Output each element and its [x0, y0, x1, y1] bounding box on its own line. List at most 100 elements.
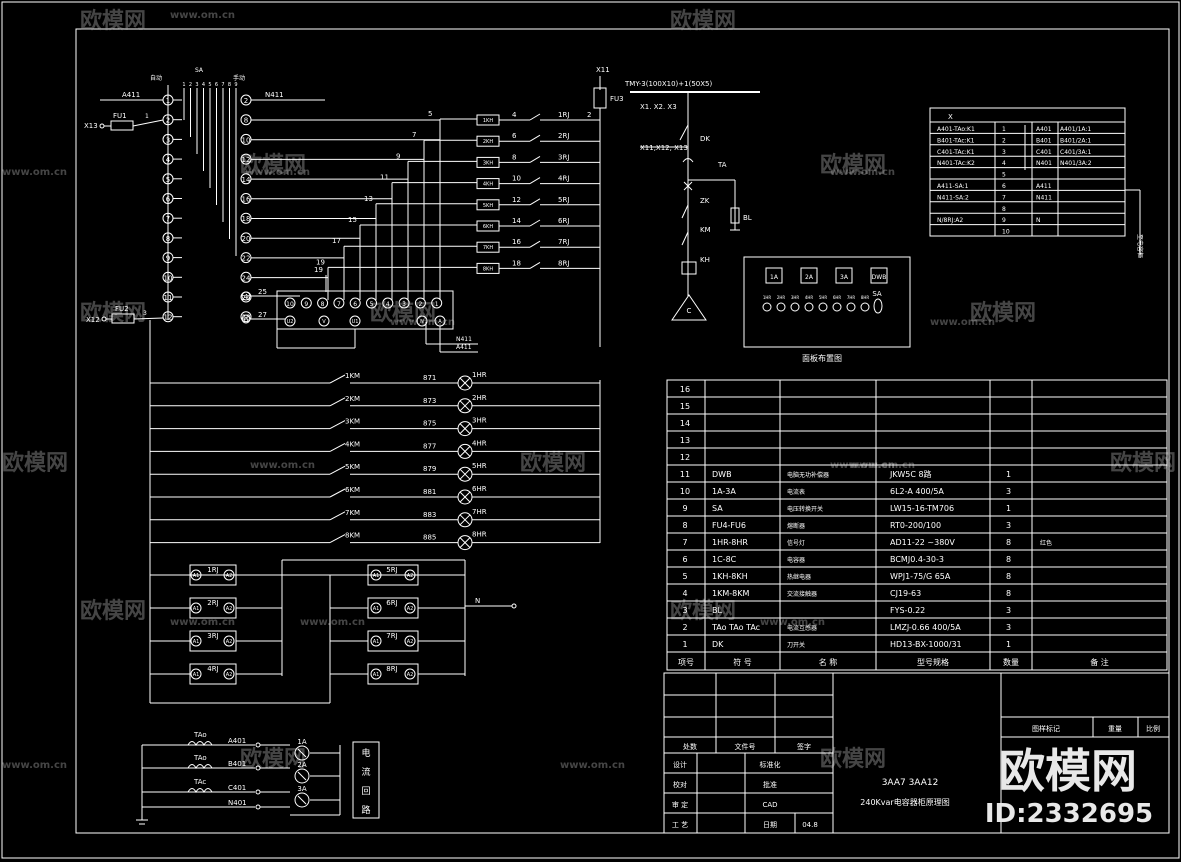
relay-a1 — [370, 668, 382, 680]
bom-code: FU4-FU6 — [712, 521, 746, 530]
x-row-num: 7 — [1002, 194, 1006, 201]
brand-watermark-text: 欧模网 — [999, 744, 1137, 798]
x-table-title: X — [948, 113, 953, 121]
fuse-fu3 — [593, 87, 607, 109]
relay-a2 — [223, 635, 235, 647]
x-row-num: 10 — [1002, 229, 1010, 236]
a1-label: A1 — [373, 639, 380, 645]
bom-no: 14 — [680, 419, 690, 428]
relay-label: 3RJ — [207, 632, 218, 640]
terminal-num: 9 — [166, 255, 170, 263]
x-row-dest: B401/2A:1 — [1060, 137, 1091, 144]
wire — [297, 771, 307, 781]
bom-name: 电流互感器 — [787, 624, 817, 632]
contact-label: 6KM — [345, 486, 360, 494]
dwb-terminal — [333, 297, 345, 309]
bom-name: 热继电器 — [787, 573, 811, 581]
contact-label: 2KM — [345, 395, 360, 403]
wire — [529, 261, 541, 269]
sa-contact-num: 5 — [208, 82, 211, 88]
watermark-domain: www.om.cn — [170, 10, 235, 21]
main-circuit: TMY-3(100X10)+1(50X5)X1. X2. X3DKX11,X12… — [587, 66, 760, 321]
current-box-text: 流 — [361, 766, 370, 778]
current-line-label: B401 — [228, 760, 246, 768]
a1-label: A1 — [373, 672, 380, 678]
panel-lamp — [762, 302, 772, 312]
wire — [679, 124, 689, 141]
watermark-brand: 欧模网 — [80, 598, 146, 624]
x-row-left: N/8RJ:A2 — [937, 217, 963, 224]
bom-name: 交流接触器 — [787, 590, 817, 598]
coil-label: 2KH — [483, 139, 493, 145]
drawing-title-2: 240Kvar电容器柜原理图 — [860, 797, 949, 807]
watermark-brand: 欧模网 — [240, 152, 306, 178]
terminal-num: 3 — [402, 301, 406, 308]
panel-sa-switch — [873, 298, 883, 314]
bom-model: CJ19-63 — [890, 589, 921, 598]
watermark-brand: 欧模网 — [80, 300, 146, 326]
wire — [297, 748, 307, 758]
contact-label: 7KM — [345, 509, 360, 517]
terminal-num: 24 — [242, 274, 251, 282]
wire — [529, 219, 541, 227]
meter-label: 1A — [297, 738, 306, 746]
title-row-right: 标准化 — [760, 760, 781, 769]
relay-a2 — [223, 569, 235, 581]
terminal-num: 3 — [166, 136, 170, 144]
ta-label: TA — [717, 161, 727, 169]
zk-label: ZK — [700, 197, 710, 205]
wire-num: 9 — [396, 152, 400, 160]
wire — [683, 181, 693, 191]
panel-meter-label: 1A — [770, 274, 779, 281]
bom-code: 1A-3A — [712, 487, 736, 496]
bom-code: SA — [712, 504, 723, 513]
wire-num: 18 — [512, 259, 521, 267]
relay-label: 5RJ — [386, 566, 397, 574]
relay-a1 — [370, 602, 382, 614]
bom-header: 型号规格 — [917, 657, 949, 667]
kh-element — [681, 261, 697, 275]
sa-contact-num: 1 — [182, 82, 185, 88]
terminal-right — [240, 311, 252, 323]
panel-lamp — [846, 302, 856, 312]
bom-no: 9 — [682, 504, 687, 513]
wire-num: 3 — [143, 310, 147, 317]
bom-no: 7 — [682, 538, 687, 547]
terminal-num: A — [438, 319, 442, 325]
a2-label: A2 — [226, 672, 233, 678]
dwb-terminal — [382, 297, 394, 309]
contact-label: 8KM — [345, 532, 360, 540]
busbar-label: TMY-3(100X10)+1(50X5) — [624, 80, 712, 88]
bom-name: 电流表 — [787, 488, 805, 496]
wire — [132, 119, 164, 127]
relay-a1 — [370, 569, 382, 581]
watermark-domain: www.om.cn — [245, 167, 310, 178]
bom-no: 4 — [682, 589, 687, 598]
coil-label: 1KH — [483, 118, 493, 124]
bom-no: 5 — [682, 572, 687, 581]
terminal-num: 8 — [244, 117, 248, 125]
wire-num: 873 — [423, 397, 436, 405]
x-row-dest: A401/1A:1 — [1060, 126, 1091, 133]
bom-no: 2 — [682, 623, 687, 632]
relay-a1 — [370, 635, 382, 647]
watermark-brand: 欧模网 — [520, 450, 586, 476]
terminal-num: 12 — [242, 156, 251, 164]
terminal-num: 20 — [242, 235, 251, 243]
terminal-num: N — [420, 319, 424, 325]
wire — [529, 240, 541, 248]
current-transformer — [187, 764, 213, 770]
watermark-domain: www.om.cn — [2, 760, 67, 771]
dwb-terminal — [414, 297, 426, 309]
wire — [459, 423, 471, 434]
terminal-num: V — [322, 319, 326, 325]
ammeter — [294, 792, 310, 808]
watermark-brand: 欧模网 — [970, 300, 1036, 326]
terminal-num: 8 — [166, 235, 170, 243]
bom-header: 备 注 — [1090, 657, 1109, 667]
a2-label: A2 — [226, 573, 233, 579]
terminal-num: 10 — [242, 136, 251, 144]
wire-num: 10 — [512, 175, 521, 183]
